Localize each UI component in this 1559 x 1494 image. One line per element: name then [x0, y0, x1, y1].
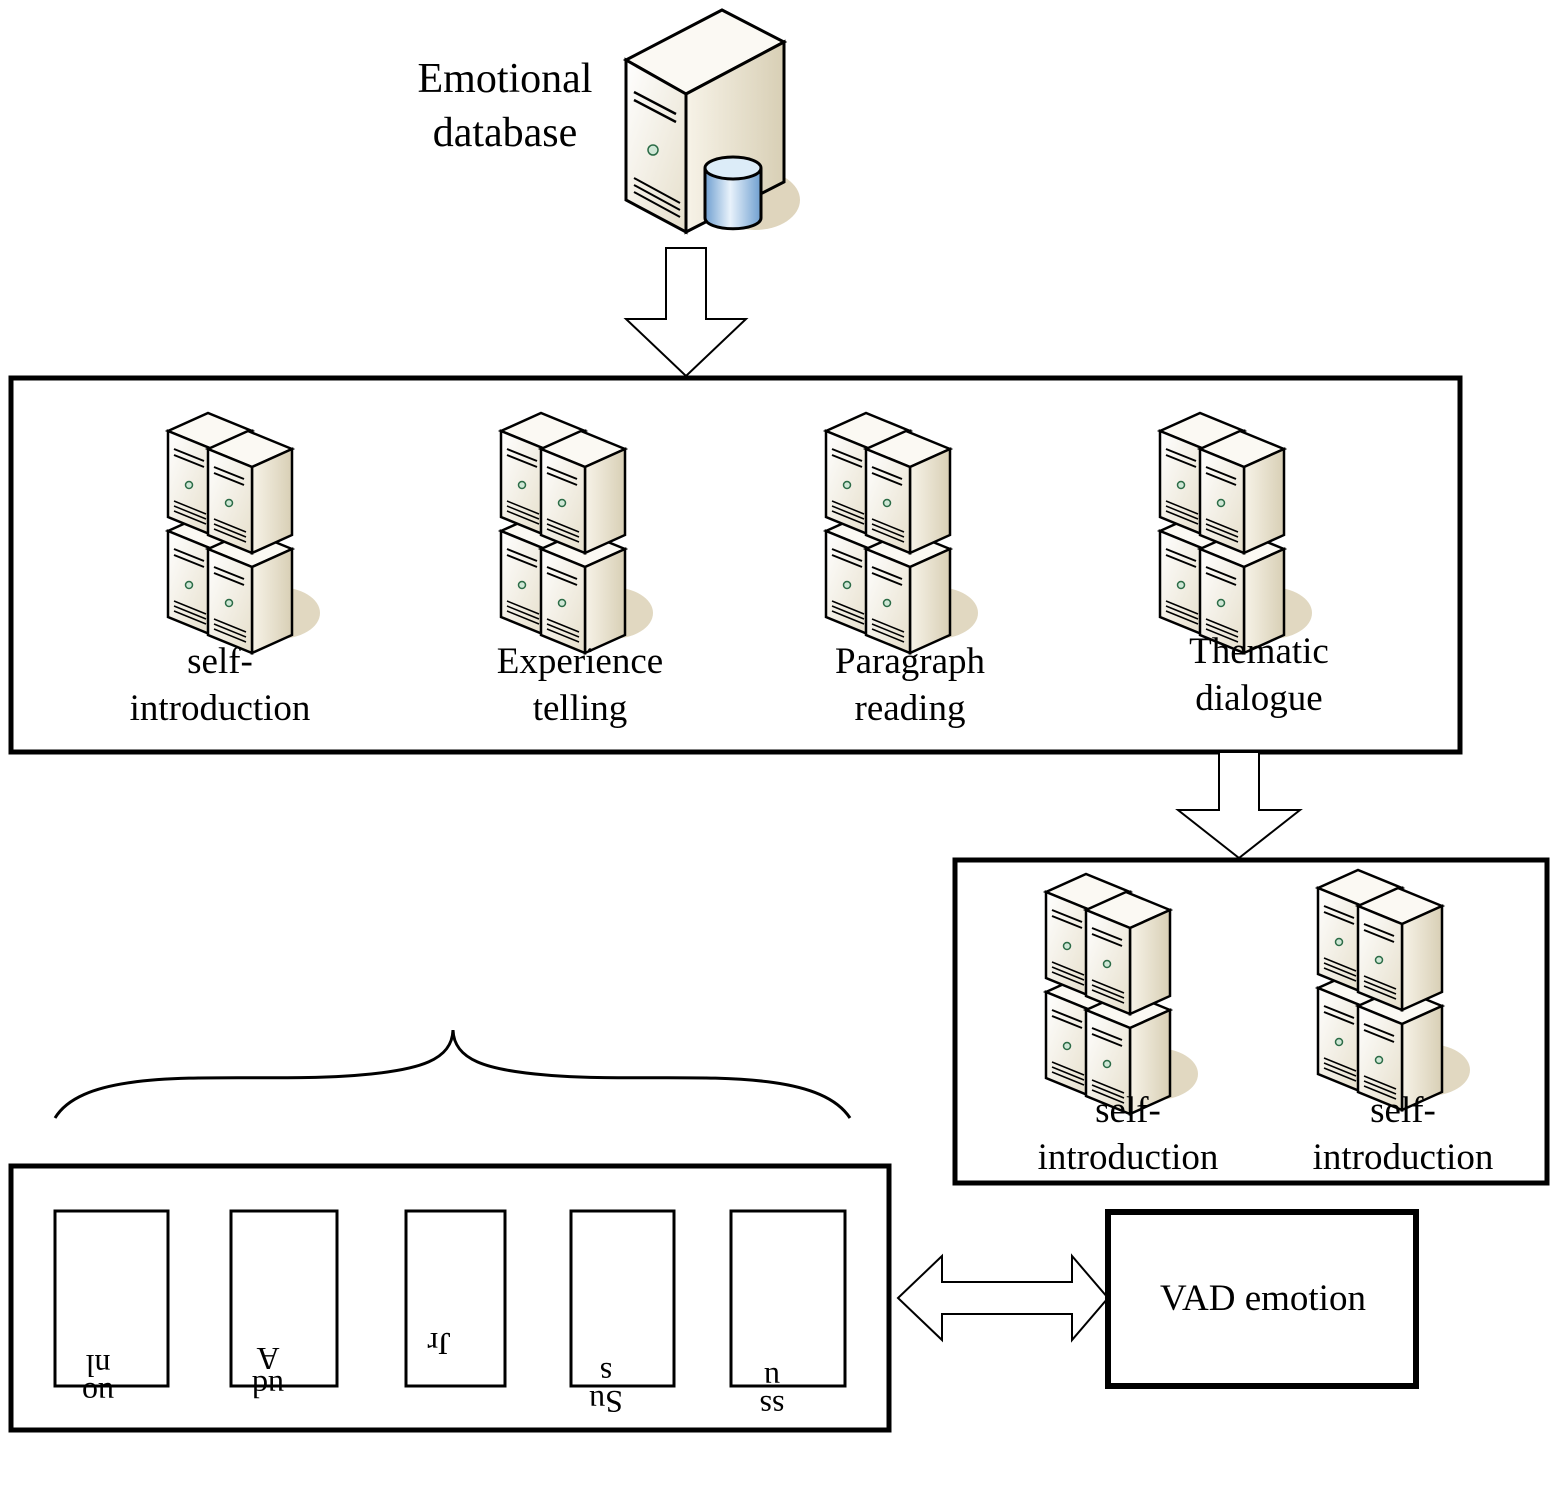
- server-cluster-icon: [1318, 870, 1470, 1110]
- database-label-line2: database: [432, 110, 578, 156]
- database-label-line1: Emotional: [417, 56, 593, 102]
- vad-emotion-box: [1105, 1209, 1419, 1389]
- feature-label: uonl: [82, 1348, 114, 1412]
- down-arrow-icon: [1175, 751, 1303, 860]
- server-cluster-icon: [501, 413, 653, 653]
- feature-label: ssu: [759, 1361, 785, 1425]
- feature-rect: [729, 1209, 847, 1388]
- curly-brace-icon: [53, 1029, 852, 1119]
- task-label-self-introduction: self- introduction: [129, 641, 311, 729]
- feature-rect: [229, 1209, 339, 1388]
- server-cluster-icon: [826, 413, 978, 653]
- server-cluster-icon: [1046, 874, 1198, 1114]
- database-cylinder-icon: [703, 155, 763, 231]
- down-arrow-icon: [623, 247, 749, 378]
- selected-label-1: self- introduction: [1037, 1090, 1219, 1178]
- feature-label: udA: [252, 1341, 284, 1405]
- feature-rect: [569, 1209, 676, 1388]
- server-cluster-icon: [1160, 413, 1312, 653]
- feature-group-box: [8, 1163, 892, 1433]
- vad-emotion-label: VAD emotion: [1160, 1278, 1366, 1319]
- feature-rect: [53, 1209, 170, 1388]
- feature-rect: [404, 1209, 507, 1388]
- feature-label: Jr: [427, 1326, 451, 1362]
- double-arrow-icon: [896, 1253, 1110, 1343]
- task-label-experience-telling: Experience telling: [496, 641, 664, 729]
- selected-label-2: self- introduction: [1312, 1090, 1494, 1178]
- task-group-box: [8, 375, 1463, 755]
- task-label-thematic-dialogue: Thematic dialogue: [1189, 631, 1329, 719]
- selected-group-box: [952, 857, 1550, 1186]
- server-cluster-icon: [168, 413, 320, 653]
- task-label-paragraph-reading: Paragraph reading: [835, 641, 985, 729]
- feature-label: Sus: [589, 1356, 623, 1420]
- database-label: Emotional database: [405, 52, 605, 160]
